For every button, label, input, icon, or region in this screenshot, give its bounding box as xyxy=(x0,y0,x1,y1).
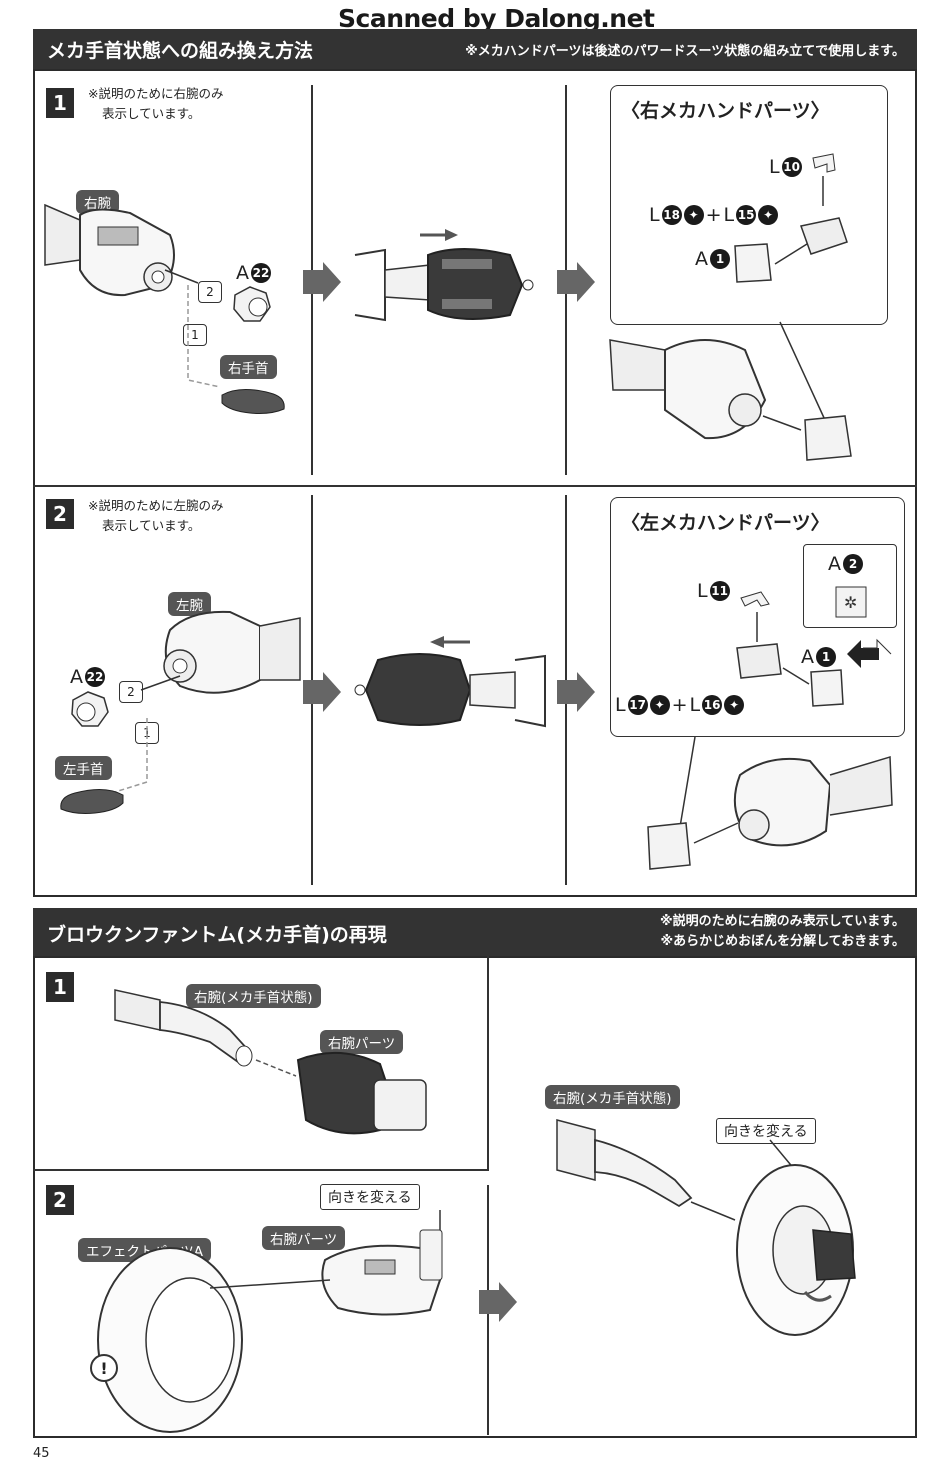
step-number: 1 xyxy=(46,972,74,1002)
section1-note: ※メカハンドパーツは後述のパワードスーツ状態の組み立てで使用します。 xyxy=(465,44,905,59)
mecha-hand-parts-illustration xyxy=(736,591,892,707)
step-number: 1 xyxy=(46,88,74,118)
next-step-arrow xyxy=(303,672,341,712)
next-step-arrow xyxy=(479,1282,517,1322)
next-step-arrow xyxy=(303,262,341,302)
right-arm-mecha-illustration xyxy=(609,321,852,461)
order-marker-2: 2 xyxy=(198,281,222,303)
label-turn-direction: 向きを変える xyxy=(716,1118,816,1144)
order-marker-2: 2 xyxy=(119,681,143,703)
panel-divider xyxy=(487,956,489,1171)
callout-title: 〈左メカハンドパーツ〉 xyxy=(621,512,830,534)
part-a22-illustration xyxy=(233,286,271,322)
section2-title: ブロウクンファントム(メカ手首)の再現 xyxy=(47,924,387,946)
next-step-arrow xyxy=(557,262,595,302)
step-number: 2 xyxy=(46,1185,74,1215)
step-number: 2 xyxy=(46,499,74,529)
left-hand-illustration xyxy=(60,789,124,814)
right-hand-illustration xyxy=(221,389,285,414)
forearm-assembly-illustration xyxy=(354,229,534,322)
step-divider xyxy=(33,485,917,487)
assembly-guide-lines xyxy=(164,269,221,388)
label-right-wrist: 右手首 xyxy=(220,355,277,379)
label-right-arm-part: 右腕パーツ xyxy=(262,1226,346,1250)
label-right-arm-part: 右腕パーツ xyxy=(320,1030,404,1054)
section2-note: ※説明のために右腕のみ表示しています。 ※あらかじめおぼんを分解しておきます。 xyxy=(660,914,905,949)
label-left-wrist: 左手首 xyxy=(55,756,112,780)
broken-phantom-illustration xyxy=(556,1119,856,1336)
order-marker-1: 1 xyxy=(183,324,207,346)
page-number: 45 xyxy=(33,1446,50,1461)
forearm-assembly-illustration xyxy=(354,636,546,728)
svg-text:✲: ✲ xyxy=(844,593,857,612)
step-note: ※説明のために左腕のみ 表示しています。 xyxy=(88,498,224,533)
next-step-arrow xyxy=(557,672,595,712)
left-arm-illustration xyxy=(163,610,301,694)
step-note: ※説明のために右腕のみ 表示しています。 xyxy=(88,86,224,121)
label-right-arm-mecha: 右腕(メカ手首状態) xyxy=(545,1085,680,1109)
section1-header: メカ手首状態への組み換え方法 ※メカハンドパーツは後述のパワードスーツ状態の組み… xyxy=(33,29,917,69)
section2-header: ブロウクンファントム(メカ手首)の再現 ※説明のために右腕のみ表示しています。 … xyxy=(33,908,917,956)
assembly-guide-lines xyxy=(114,675,181,793)
section1-title: メカ手首状態への組み換え方法 xyxy=(47,40,314,62)
effect-part-illustration xyxy=(97,1210,443,1433)
callout-title: 〈右メカハンドパーツ〉 xyxy=(621,100,830,122)
left-arm-mecha-illustration xyxy=(647,736,893,870)
arm-part-assembly-illustration xyxy=(114,989,427,1135)
right-arm-illustration xyxy=(44,203,175,297)
part-a22-illustration xyxy=(71,691,109,727)
label-turn-direction: 向きを変える xyxy=(320,1184,420,1210)
step-divider xyxy=(33,1169,489,1171)
label-left-arm: 左腕 xyxy=(168,592,211,616)
label-right-arm-mecha: 右腕(メカ手首状態) xyxy=(186,984,321,1008)
caution-icon: ! xyxy=(90,1354,118,1382)
mecha-hand-parts-illustration xyxy=(734,153,848,283)
watermark: Scanned by Dalong.net xyxy=(338,4,655,33)
